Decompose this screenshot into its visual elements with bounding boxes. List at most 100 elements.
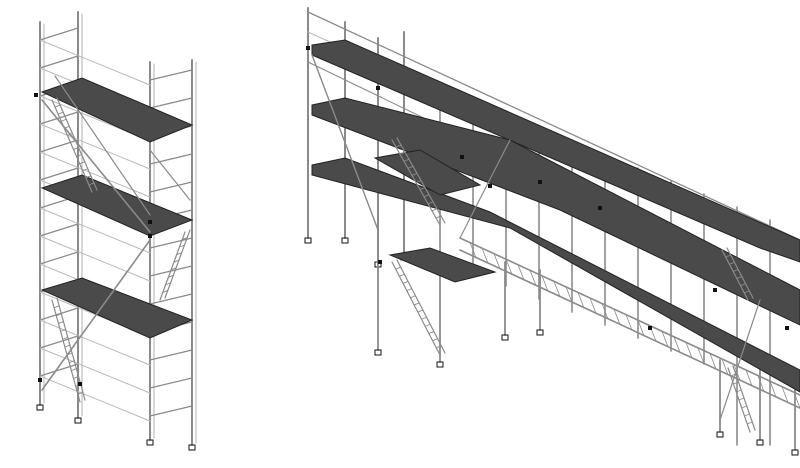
diagonal-brace: [719, 299, 761, 421]
ladder-rung: [431, 208, 438, 212]
access-ladder: [159, 229, 191, 301]
ladder-rung: [176, 252, 183, 256]
ledger: [149, 97, 193, 109]
ladder-rung: [406, 288, 413, 292]
ladder-rung: [170, 267, 177, 271]
ladder-stile: [396, 259, 446, 354]
ladder-rung: [407, 165, 414, 169]
truss-web: [565, 286, 573, 303]
ladder-stile: [51, 299, 81, 403]
ladder-rung: [421, 316, 427, 320]
ladder-rung: [53, 305, 60, 309]
truss-web: [625, 314, 633, 331]
ladder-rung: [740, 283, 747, 287]
ladder-rung: [70, 368, 77, 372]
side-ledger: [39, 207, 151, 254]
ledger: [149, 405, 193, 417]
truss-web: [673, 336, 681, 353]
ladder-stile: [726, 247, 754, 299]
ladder-rung: [419, 187, 426, 191]
side-ledger: [39, 151, 151, 198]
truss-web: [721, 358, 729, 376]
ladder-rung: [435, 215, 442, 219]
ladder-rung: [60, 328, 67, 332]
truss-chord: [459, 249, 800, 409]
truss-web: [637, 319, 645, 337]
stair-flight: [391, 259, 446, 356]
ledger: [149, 69, 193, 81]
ledger: [39, 363, 79, 377]
ladder-stile: [391, 261, 441, 356]
truss-web: [685, 341, 693, 359]
base-plate: [716, 431, 724, 438]
ledger: [39, 335, 79, 349]
ladder-rung: [732, 268, 739, 272]
truss-web: [517, 264, 525, 281]
ladder-rung: [725, 254, 732, 258]
bridging-scaffold-system: [304, 7, 800, 456]
ledger: [39, 167, 79, 181]
ladder-rung: [424, 323, 431, 327]
access-ladder: [51, 297, 86, 403]
ladder-rung: [57, 111, 64, 115]
ladder-rung: [733, 381, 739, 385]
ladder-rung: [77, 391, 84, 395]
platform-deck-middle: [40, 174, 194, 237]
ladder-rung: [68, 360, 75, 364]
side-ledger: [39, 347, 151, 394]
coupler-fitting: [785, 326, 789, 330]
ledger: [149, 153, 193, 165]
access-ladder: [721, 247, 754, 301]
truss-web: [661, 330, 669, 348]
ladder-rung: [403, 158, 410, 162]
coupler-fitting: [713, 288, 717, 292]
truss-web: [481, 247, 489, 264]
ledger: [149, 349, 193, 361]
ladder-rung: [63, 125, 70, 129]
diagonal-brace: [41, 239, 151, 391]
ladder-rung: [735, 389, 742, 393]
side-ledger: [39, 319, 151, 366]
ledger: [39, 27, 79, 41]
middle-walkway-deck: [311, 97, 800, 326]
ladder-stile: [56, 97, 98, 191]
base-plate: [536, 329, 544, 336]
truss-chord: [459, 237, 800, 396]
upper-walkway-deck: [311, 39, 800, 263]
coupler-fitting: [488, 184, 492, 188]
platform-deck-top: [40, 77, 194, 143]
ladder-rung: [79, 161, 86, 165]
diagonal-brace: [149, 149, 191, 201]
ladder-rung: [398, 273, 405, 277]
base-plate: [74, 417, 82, 424]
diagonal-brace: [459, 139, 511, 239]
ladder-rung: [64, 344, 71, 348]
ladder-rung: [70, 140, 76, 143]
base-plate: [501, 334, 509, 341]
side-ledger: [39, 123, 151, 170]
coupler-fitting: [148, 220, 152, 224]
ladder-rung: [395, 266, 402, 270]
coupler-fitting: [34, 93, 38, 97]
ladder-rung: [415, 180, 422, 183]
guard-rail: [307, 11, 800, 241]
truss-web: [793, 391, 800, 409]
coupler-fitting: [538, 180, 542, 184]
ladder-rung: [167, 274, 174, 278]
ladder-rung: [435, 345, 442, 349]
truss-web: [541, 275, 549, 292]
diagonal-brace: [41, 99, 151, 233]
ladder-rung: [58, 321, 64, 324]
ladder-stile: [159, 231, 186, 301]
base-plate: [436, 361, 444, 368]
diagonal-brace: [311, 54, 379, 231]
ladder-rung: [82, 168, 89, 172]
ladder-rung: [743, 290, 750, 294]
coupler-fitting: [378, 260, 382, 264]
base-plate: [756, 439, 764, 446]
stair-flight: [391, 137, 446, 226]
ladder-rung: [413, 302, 420, 306]
ledger: [149, 181, 193, 193]
